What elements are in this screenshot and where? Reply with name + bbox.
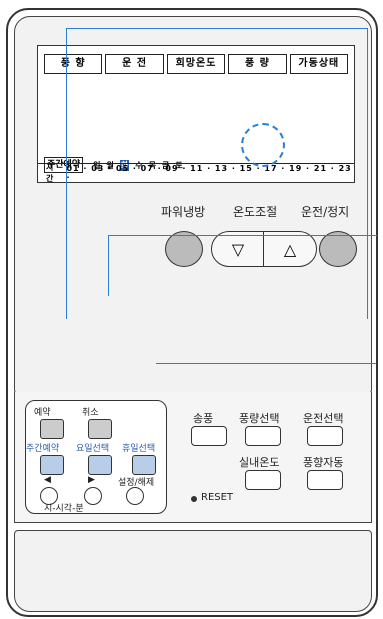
lower-panel: 예약 취소 주간예약 요일선택 휴일선택 ◀ ▶ 설정/해제 시-시각-분 송풍… [14,392,372,523]
reset-dot-icon[interactable] [191,496,197,502]
time-label: 시-시각-분 [44,504,84,514]
power-cool-label: 파워냉방 [161,205,206,219]
lcd-label-desired-temp: 희망온도 [166,54,226,74]
up-arrow-icon: △ [283,239,297,259]
holiday-select-label: 휴일선택 [122,444,156,454]
upper-panel: 풍 향 운 전 희망온도 풍 량 가동상태 주간예약 일 월 화 수 목 금 토 [14,16,372,394]
airflow-select-button[interactable] [245,426,281,446]
reservation-panel: 예약 취소 주간예약 요일선택 휴일선택 ◀ ▶ 설정/해제 시-시각-분 [25,400,167,514]
lcd-schedule-row: 주간예약 일 월 화 수 목 금 토 [44,156,348,174]
day-select-button[interactable] [88,455,112,475]
set-release-button[interactable] [126,487,144,505]
power-cool-button[interactable] [165,231,203,267]
day-sat: 토 [175,160,183,170]
day-tue-selected: 화 [119,159,130,171]
day-mon: 월 [106,160,114,170]
temp-up-button[interactable]: △ [263,231,317,267]
callout-line-cancel [108,235,377,296]
lcd-display: 풍 향 운 전 희망온도 풍 량 가동상태 주간예약 일 월 화 수 목 금 토 [37,45,355,183]
day-select-label: 요일선택 [76,444,110,454]
hours-prefix: 시간 [46,163,54,183]
remote-controller: 풍 향 운 전 희망온도 풍 량 가동상태 주간예약 일 월 화 수 목 금 토 [6,8,378,617]
set-release-label: 설정/해제 [118,478,155,488]
day-sun: 일 [93,160,101,170]
airflow-select-label: 풍량선택 [239,412,280,425]
lcd-label-operation: 운 전 [105,54,164,74]
lower-cover [14,530,372,612]
weekly-reserve-indicator: 주간예약 [44,157,84,173]
day-fri: 금 [162,160,170,170]
room-temp-label: 실내온도 [239,456,280,469]
callout-line-reserve [66,28,368,319]
weekly-reserve-button[interactable] [40,455,64,475]
cancel-button[interactable] [88,419,112,439]
reset-label: RESET [201,492,234,503]
highlight-circle [241,123,285,167]
day-indicators: 일 월 화 수 목 금 토 [93,159,183,171]
left-button[interactable] [40,487,58,505]
reserve-label: 예약 [34,408,51,418]
mode-select-button[interactable] [307,426,343,446]
room-temp-button[interactable] [245,470,281,490]
down-arrow-icon: ▽ [231,239,245,259]
lcd-label-status: 가동상태 [289,54,349,74]
lcd-hour-scale: 시간 01 · 03 · 05 · 07 · 09 · 11 · 13 · 15… [38,163,354,183]
left-arrow-icon: ◀ [44,475,51,485]
fan-label: 송풍 [193,412,214,425]
lcd-label-airflow: 풍 량 [228,54,287,74]
temp-adjust-label: 온도조절 [233,205,278,219]
holiday-select-button[interactable] [132,455,156,475]
temp-down-button[interactable]: ▽ [211,231,265,267]
hours-text: 01 · 03 · 05 · 07 · 09 · 11 · 13 · 15 · … [66,164,352,182]
weekly-reserve-label: 주간예약 [26,444,60,454]
right-arrow-icon: ▶ [88,475,95,485]
lcd-label-wind-direction: 풍 향 [44,54,103,74]
reserve-button[interactable] [40,419,64,439]
callout-line-holiday [156,363,376,364]
mode-select-label: 운전선택 [303,412,344,425]
run-stop-button[interactable] [319,231,357,267]
fan-button[interactable] [191,426,227,446]
day-thu: 목 [148,160,156,170]
auto-swing-button[interactable] [307,470,343,490]
right-button[interactable] [84,487,102,505]
day-wed: 수 [135,160,143,170]
run-stop-label: 운전/정지 [301,205,350,219]
cancel-label: 취소 [82,408,99,418]
auto-swing-label: 풍향자동 [303,456,344,469]
lcd-label-row: 풍 향 운 전 희망온도 풍 량 가동상태 [44,54,349,74]
